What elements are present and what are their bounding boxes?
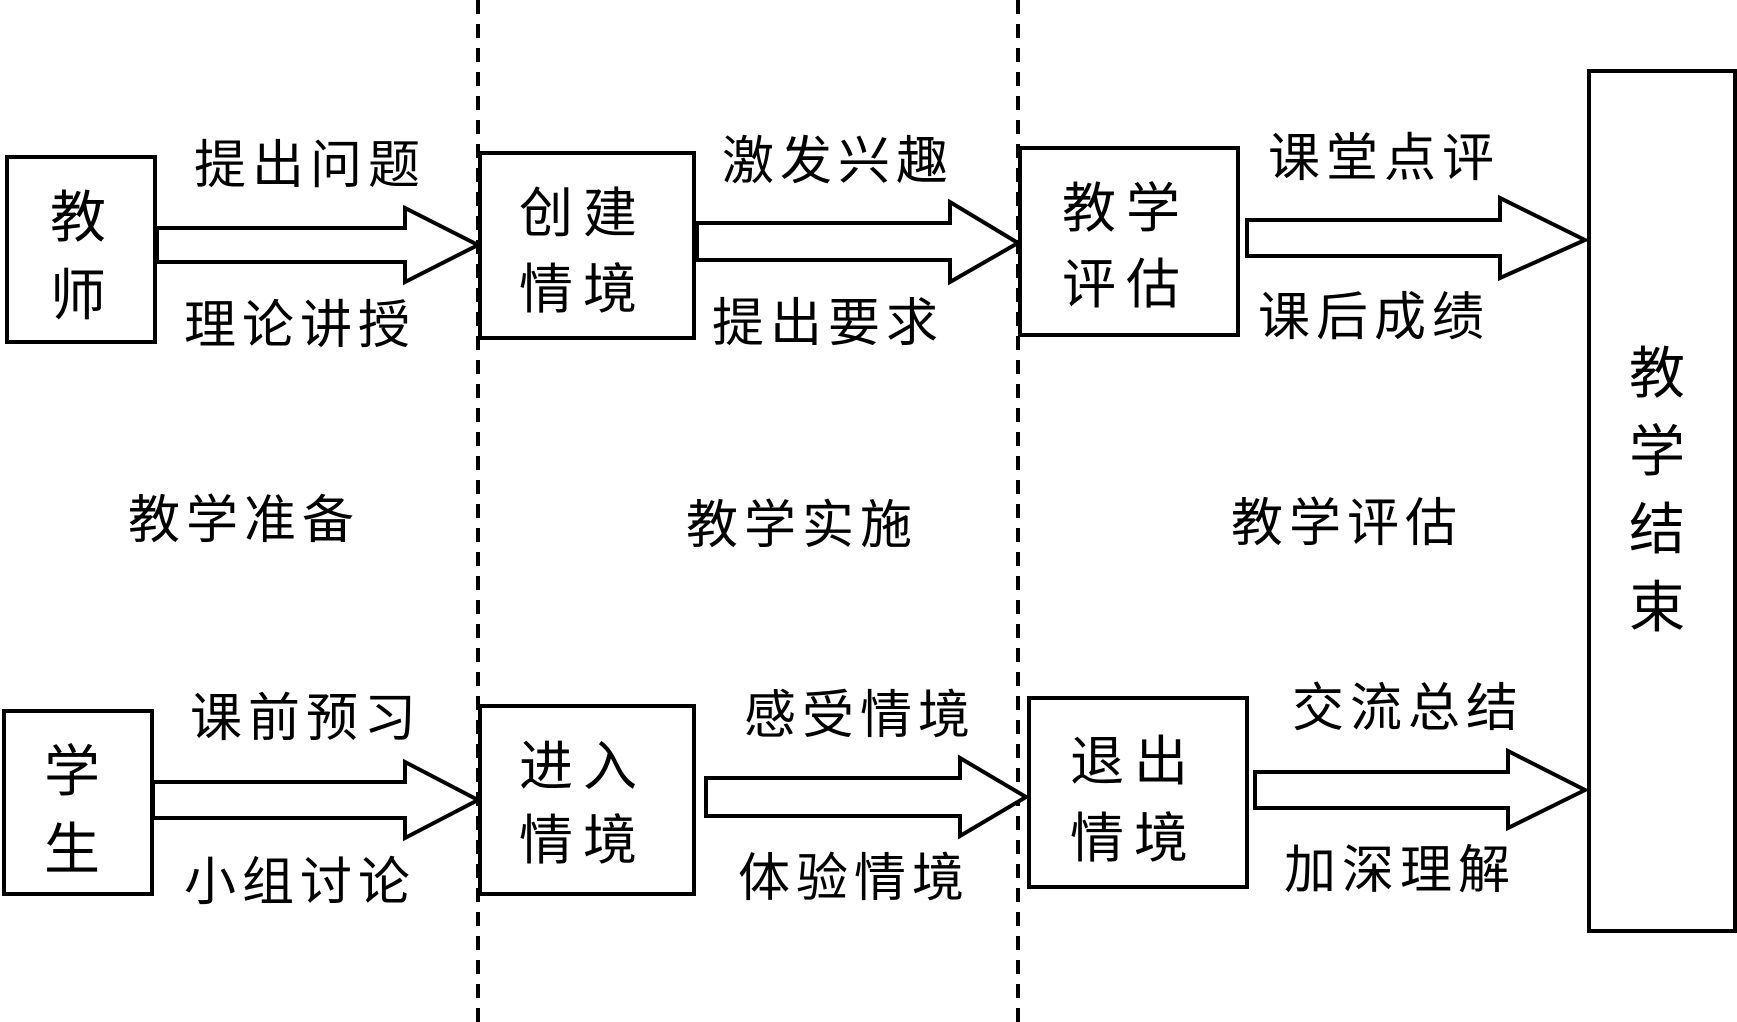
arrow-student-1-top-label: 课前预习 [190, 689, 423, 749]
arrow-student-2 [704, 754, 1030, 840]
arrow-teacher-2-bottom-label: 提出要求 [712, 294, 945, 354]
end-char-3: 结 [1629, 498, 1685, 563]
student-box-label: 学 生 [37, 734, 107, 890]
arrow-student-3-bottom-label: 加深理解 [1284, 841, 1517, 901]
create-scenario-box [478, 151, 696, 340]
stage-label-prep: 教学准备 [128, 491, 361, 551]
arrow-student-1-bottom-label: 小组讨论 [184, 853, 417, 913]
stage-label-impl: 教学实施 [686, 496, 919, 556]
teaching-evaluation-line-1: 教学 [1062, 177, 1190, 240]
arrow-student-2-bottom-label: 体验情境 [738, 849, 971, 909]
create-scenario-line-1: 创建 [519, 182, 647, 245]
arrow-teacher-2-top-label: 激发兴趣 [722, 132, 955, 192]
arrow-student-3-top-label: 交流总结 [1292, 679, 1525, 739]
stage-label-eval: 教学评估 [1231, 494, 1464, 554]
teaching-evaluation-box [1018, 146, 1240, 337]
teaching-end-label: 教 学 结 束 [1622, 336, 1692, 648]
student-box [2, 709, 154, 896]
teaching-evaluation-line-2: 评估 [1062, 253, 1190, 316]
teacher-char-1: 教 [50, 186, 106, 251]
exit-scenario-box [1027, 696, 1249, 889]
arrow-teacher-3-top-label: 课堂点评 [1268, 129, 1501, 189]
create-scenario-line-2: 情境 [519, 258, 647, 321]
teaching-end-box [1587, 69, 1737, 933]
arrow-student-3 [1253, 747, 1590, 832]
arrow-student-1 [151, 758, 483, 842]
exit-scenario-line-1: 退出 [1070, 730, 1198, 793]
teacher-char-2: 师 [50, 264, 106, 329]
end-char-4: 束 [1629, 576, 1685, 641]
enter-scenario-box [478, 704, 696, 896]
student-char-2: 生 [44, 818, 100, 883]
arrow-teacher-1 [155, 204, 483, 286]
student-char-1: 学 [44, 740, 100, 805]
arrow-teacher-3-bottom-label: 课后成绩 [1258, 288, 1491, 348]
arrow-student-2-top-label: 感受情境 [744, 686, 977, 746]
exit-scenario-line-2: 情境 [1070, 807, 1198, 870]
enter-scenario-line-1: 进入 [519, 735, 647, 798]
teacher-box-label: 教 师 [43, 180, 113, 336]
arrow-teacher-3 [1245, 194, 1590, 282]
enter-scenario-line-2: 情境 [519, 809, 647, 872]
end-char-1: 教 [1629, 342, 1685, 407]
arrow-teacher-2 [695, 198, 1022, 286]
arrow-teacher-1-top-label: 提出问题 [194, 136, 427, 196]
end-char-2: 学 [1629, 420, 1685, 485]
arrow-teacher-1-bottom-label: 理论讲授 [184, 296, 417, 356]
